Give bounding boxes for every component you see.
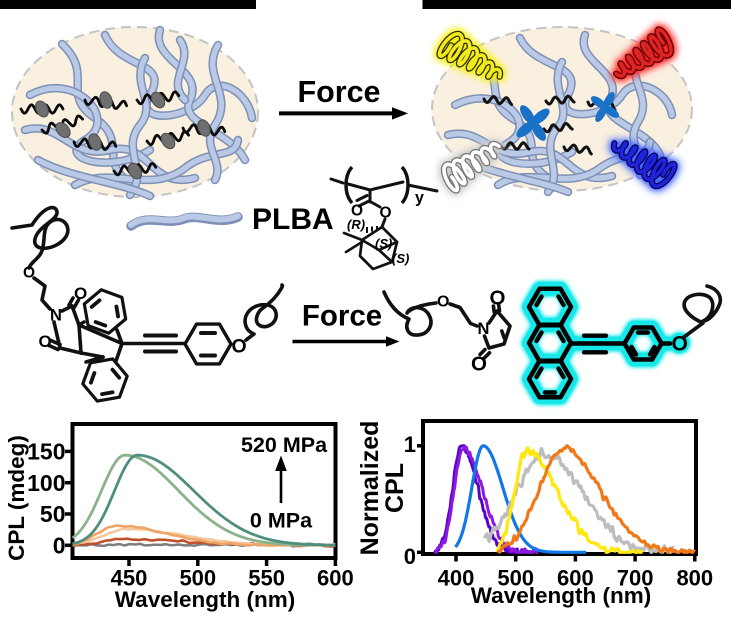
- svg-text:O: O: [23, 265, 35, 282]
- svg-text:O: O: [351, 203, 363, 220]
- svg-text:CPL (mdeg): CPL (mdeg): [4, 435, 29, 561]
- svg-text:400: 400: [438, 566, 475, 591]
- svg-text:500: 500: [179, 566, 216, 591]
- svg-text:100: 100: [27, 470, 65, 496]
- svg-text:Force: Force: [297, 75, 380, 109]
- svg-text:500: 500: [497, 566, 534, 591]
- svg-text:1: 1: [404, 432, 416, 457]
- svg-text:600: 600: [317, 566, 354, 591]
- svg-text:(S): (S): [375, 236, 392, 251]
- svg-text:0 MPa: 0 MPa: [250, 509, 313, 533]
- svg-text:O: O: [490, 287, 506, 310]
- svg-text:550: 550: [248, 566, 285, 591]
- svg-text:O: O: [74, 284, 87, 303]
- svg-text:O: O: [437, 294, 449, 311]
- svg-text:(R): (R): [347, 217, 365, 232]
- svg-text:O: O: [471, 353, 487, 376]
- svg-text:600: 600: [557, 566, 594, 591]
- svg-text:N: N: [50, 307, 62, 325]
- svg-text:150: 150: [27, 439, 65, 465]
- svg-text:Normalized: Normalized: [356, 421, 384, 556]
- svg-text:Wavelength (nm): Wavelength (nm): [115, 587, 295, 612]
- svg-text:Wavelength (nm): Wavelength (nm): [471, 583, 651, 608]
- svg-text:520 MPa: 520 MPa: [241, 433, 328, 457]
- svg-text:50: 50: [40, 501, 66, 527]
- svg-text:0: 0: [404, 544, 416, 569]
- svg-text:O: O: [232, 336, 247, 358]
- svg-text:CPL: CPL: [381, 463, 409, 513]
- svg-text:y: y: [415, 190, 424, 207]
- svg-text:N: N: [478, 320, 490, 338]
- svg-text:O: O: [39, 332, 52, 351]
- svg-text:O: O: [380, 205, 392, 222]
- svg-text:PLBA: PLBA: [252, 203, 334, 236]
- svg-text:800: 800: [676, 566, 713, 591]
- svg-text:700: 700: [617, 566, 654, 591]
- svg-text:(S): (S): [392, 251, 409, 266]
- svg-text:Force: Force: [302, 300, 382, 333]
- svg-text:450: 450: [111, 566, 148, 591]
- svg-text:0: 0: [53, 533, 66, 559]
